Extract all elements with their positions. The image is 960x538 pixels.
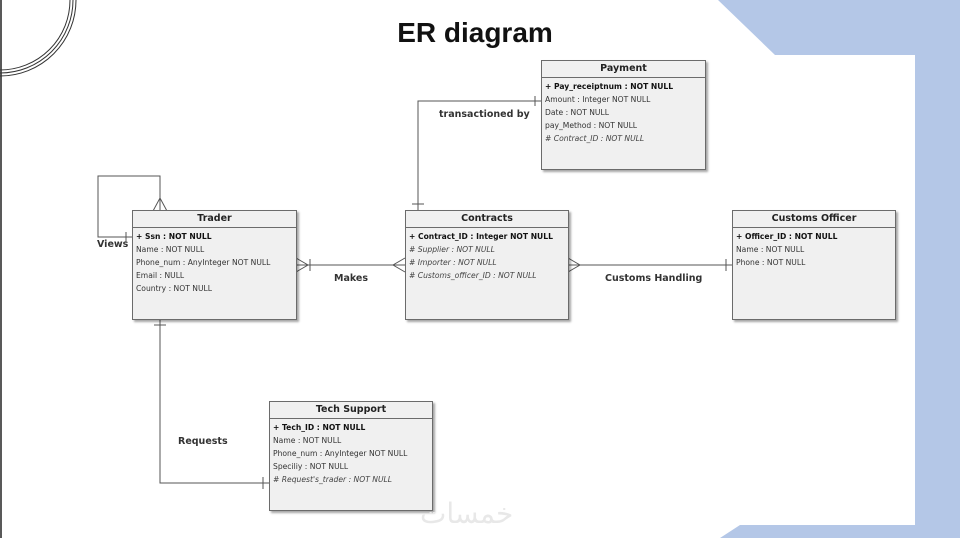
link-requests: [159, 320, 269, 484]
attribute: Phone_num : AnyInteger NOT NULL: [136, 258, 271, 267]
relationship-label-customs-handling: Customs Handling: [605, 273, 703, 284]
entity-title: Customs Officer: [733, 211, 895, 228]
entity-contracts[interactable]: Contracts + Contract_ID : Integer NOT NU…: [405, 210, 569, 320]
attribute: Country : NOT NULL: [136, 284, 212, 293]
attribute: Email : NULL: [136, 271, 185, 280]
entity-title: Payment: [542, 61, 705, 78]
relationship-label-requests: Requests: [178, 436, 228, 447]
link-transactioned-by: [417, 100, 541, 211]
entity-tech-support[interactable]: Tech Support + Tech_ID : NOT NULL Name :…: [269, 401, 433, 511]
watermark-logo: خمسات: [420, 497, 514, 530]
page-title: ER diagram: [397, 17, 553, 48]
attribute: Name : NOT NULL: [736, 245, 805, 254]
attribute-fk: # Supplier : NOT NULL: [409, 245, 495, 254]
attribute: Amount : Integer NOT NULL: [545, 95, 651, 104]
entity-trader[interactable]: Trader + Ssn : NOT NULL Name : NOT NULL …: [132, 210, 297, 320]
attribute: Name : NOT NULL: [136, 245, 205, 254]
attribute: pay_Method : NOT NULL: [545, 121, 638, 130]
attribute: Speciliy : NOT NULL: [273, 462, 349, 471]
attribute-fk: # Importer : NOT NULL: [409, 258, 497, 267]
entity-payment[interactable]: Payment + Pay_receiptnum : NOT NULL Amou…: [541, 60, 706, 170]
attribute: Name : NOT NULL: [273, 436, 342, 445]
relationship-label-views: Views: [97, 239, 129, 250]
attribute-pk: + Tech_ID : NOT NULL: [273, 423, 366, 432]
attribute: Date : NOT NULL: [545, 108, 609, 117]
attribute-fk: # Customs_officer_ID : NOT NULL: [409, 271, 537, 280]
entity-customs-officer[interactable]: Customs Officer + Officer_ID : NOT NULL …: [732, 210, 896, 320]
relationship-label-transactioned-by: transactioned by: [439, 109, 530, 120]
attribute-pk: + Officer_ID : NOT NULL: [736, 232, 838, 241]
relationship-label-makes: Makes: [334, 273, 369, 284]
attribute-pk: + Pay_receiptnum : NOT NULL: [545, 82, 674, 91]
attribute: Phone_num : AnyInteger NOT NULL: [273, 449, 408, 458]
attribute: Phone : NOT NULL: [736, 258, 806, 267]
attribute-pk: + Ssn : NOT NULL: [136, 232, 212, 241]
link-views: [97, 175, 161, 238]
attribute-pk: + Contract_ID : Integer NOT NULL: [409, 232, 553, 241]
corner-accent-shape: [718, 0, 960, 538]
attribute-fk: # Request's_trader : NOT NULL: [273, 475, 392, 484]
entity-title: Tech Support: [270, 402, 432, 419]
corner-arcs: [0, 0, 77, 77]
attribute-fk: # Contract_ID : NOT NULL: [545, 134, 645, 143]
entity-title: Contracts: [406, 211, 568, 228]
entity-title: Trader: [133, 211, 296, 228]
